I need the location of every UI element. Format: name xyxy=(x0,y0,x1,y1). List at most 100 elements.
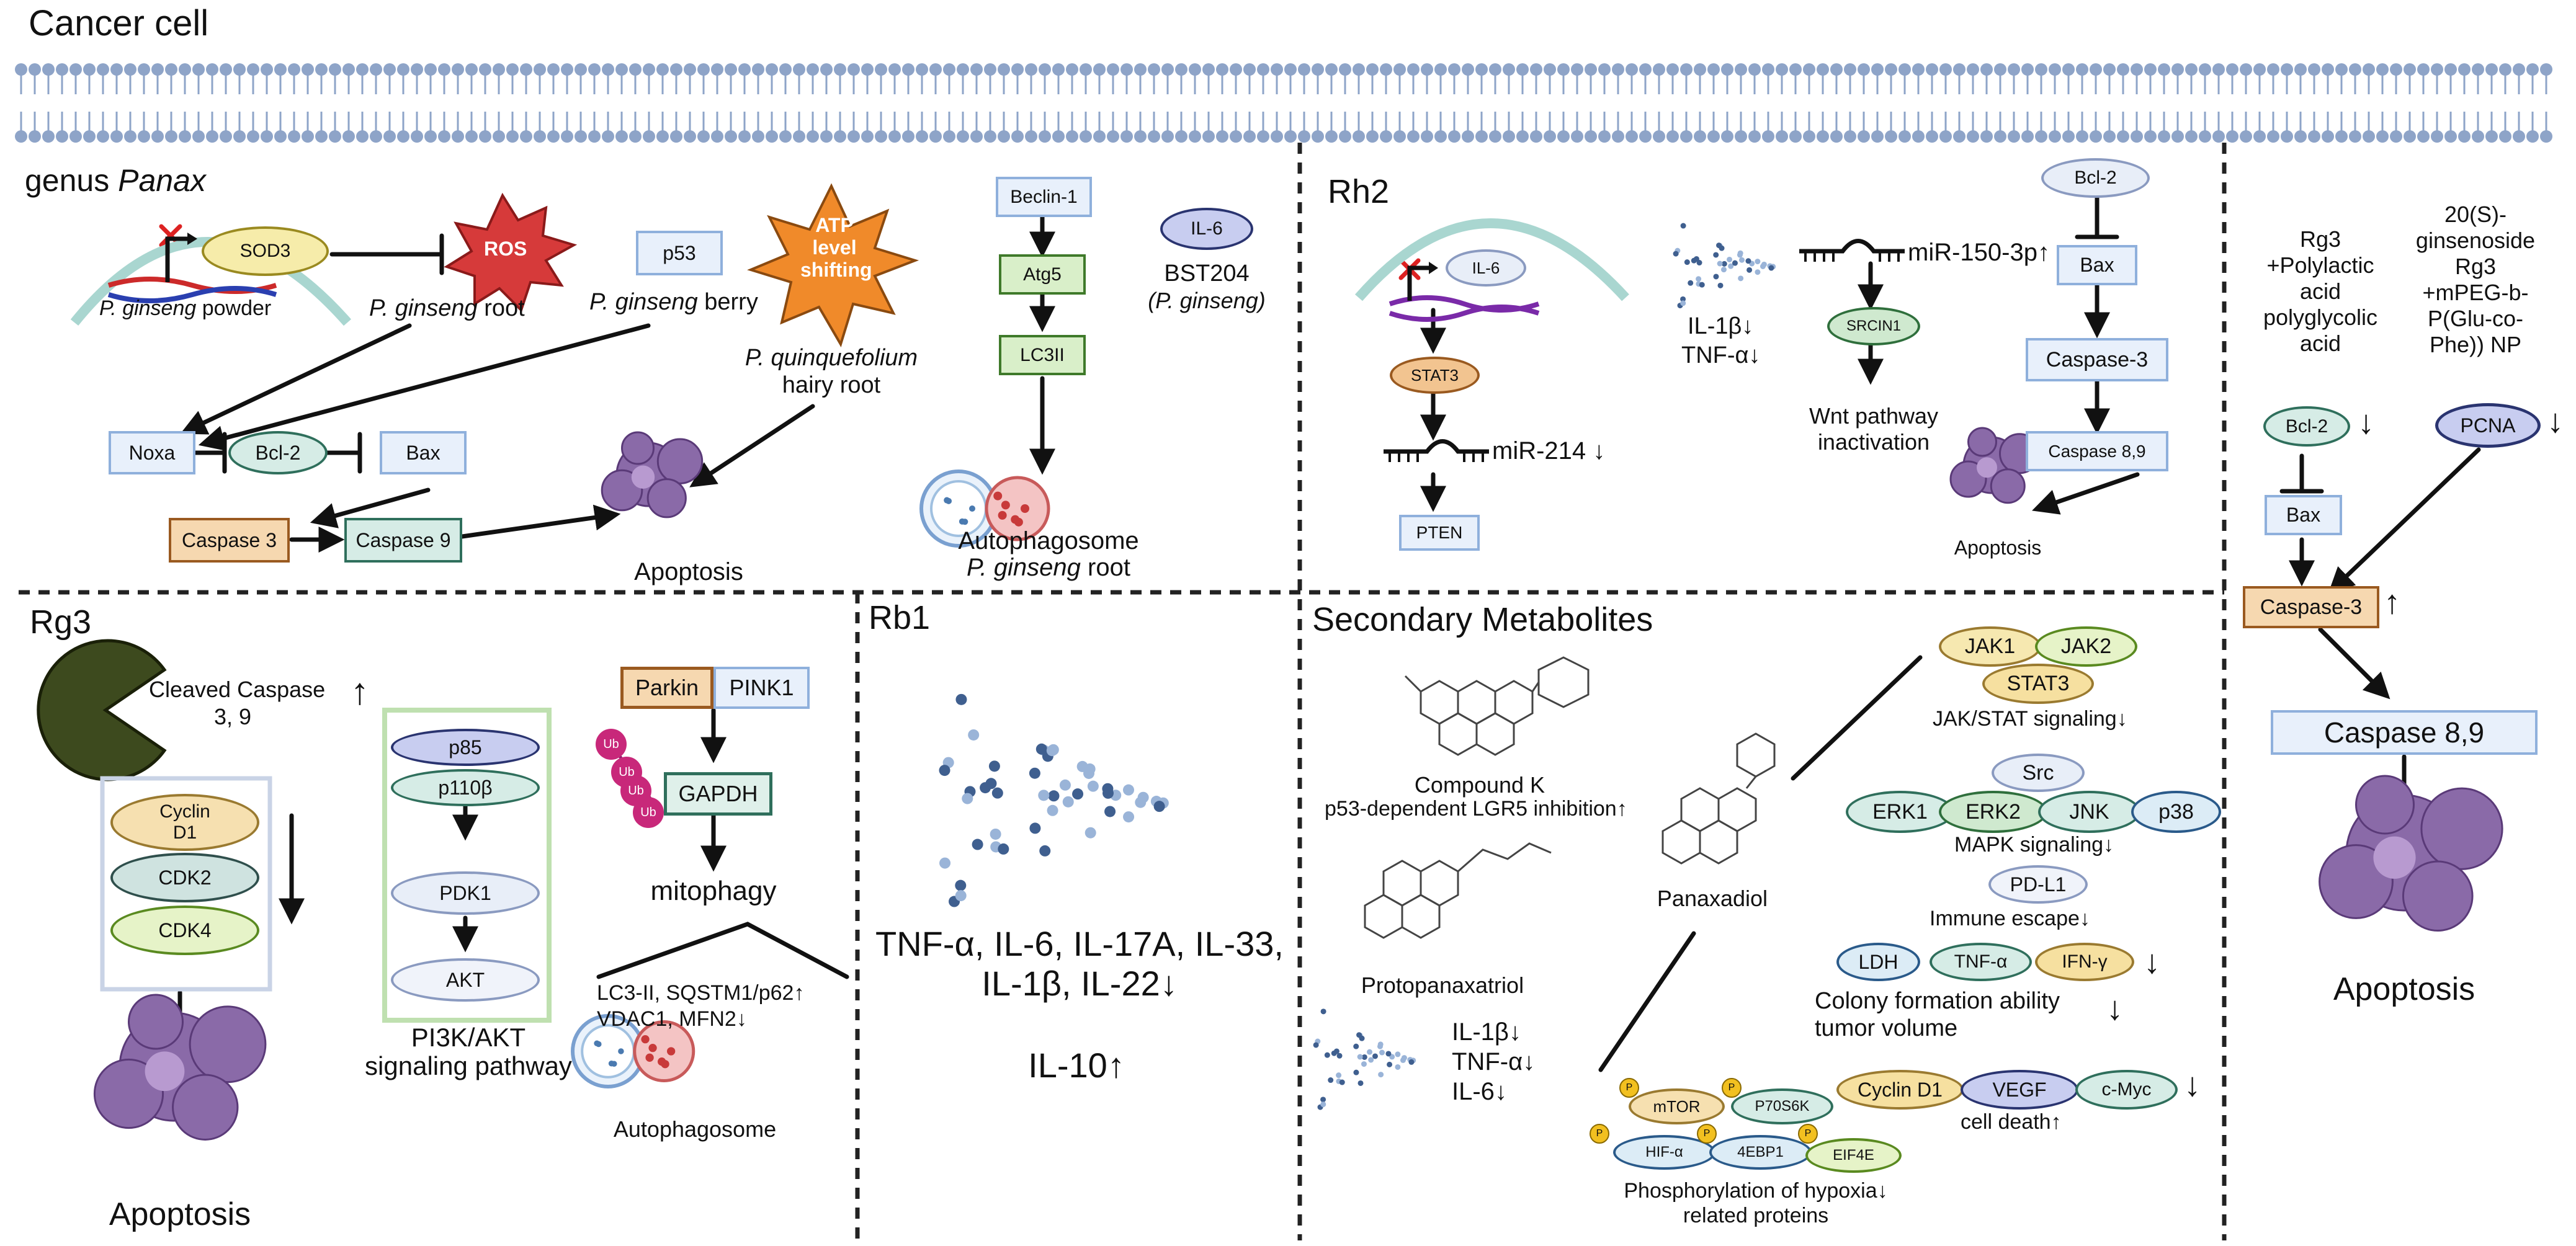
membrane-lipid-head xyxy=(2240,63,2252,76)
membrane-lipid-head xyxy=(179,63,191,76)
cytokine-dots-icon xyxy=(1313,1008,1416,1110)
membrane-lipid-head xyxy=(1653,130,1665,143)
autophagosome-particle xyxy=(962,518,968,525)
membrane-lipid-head xyxy=(1898,130,1911,143)
membrane-lipid-head xyxy=(752,130,764,143)
bst204-label: BST204 xyxy=(1164,260,1250,287)
membrane-lipid-head xyxy=(1994,63,2006,76)
atp-level-shifting-label: ATP level shifting xyxy=(800,214,872,281)
cytokine-dot xyxy=(1721,260,1727,267)
membrane-lipid-head xyxy=(2472,130,2484,143)
cytokine-dot xyxy=(972,839,983,850)
membrane-lipid-head xyxy=(1489,63,1501,76)
cytokine-dot xyxy=(1717,282,1724,288)
membrane-lipid-head xyxy=(1994,130,2006,143)
membrane-lipid-head xyxy=(766,63,778,76)
lysosome-particle xyxy=(1011,515,1020,524)
membrane-lipid-head xyxy=(247,63,259,76)
membrane-lipid-head xyxy=(110,63,123,76)
protopanaxatriol-structure xyxy=(1364,842,1552,939)
bax-node: Bax xyxy=(380,431,467,474)
membrane-lipid-head xyxy=(1366,63,1379,76)
membrane-lipid-head xyxy=(998,63,1010,76)
membrane-lipid-head xyxy=(1380,130,1392,143)
jak2-node: JAK2 xyxy=(2035,626,2137,667)
membrane-lipid-head xyxy=(684,63,696,76)
membrane-lipid-head xyxy=(356,130,369,143)
membrane-lipid-head xyxy=(1312,130,1324,143)
cytokine-dot xyxy=(1727,256,1733,262)
sec-il6-text: IL-6 xyxy=(1452,1078,1495,1105)
membrane-lipid-head xyxy=(2376,63,2389,76)
cytokine-dot xyxy=(1684,259,1690,265)
membrane-lipid-head xyxy=(943,63,955,76)
caspase9-node: Caspase 9 xyxy=(344,518,462,563)
cytokine-dot xyxy=(1699,282,1705,288)
cytokine-dot xyxy=(1102,787,1114,799)
membrane-lipid-head xyxy=(220,63,232,76)
mapk-text: MAPK signaling xyxy=(1954,833,2104,857)
wnt-pathway-label: Wnt pathway inactivation xyxy=(1771,403,1976,455)
jakstat-text: JAK/STAT signaling xyxy=(1933,707,2117,731)
membrane-lipid-head xyxy=(1912,63,1925,76)
membrane-lipid-head xyxy=(2513,63,2525,76)
phospho-p-5-icon: P xyxy=(1798,1124,1818,1144)
cytokine-dot xyxy=(1076,760,1088,772)
membrane-lipid-head xyxy=(329,130,341,143)
membrane-lipid-head xyxy=(124,130,136,143)
membrane-lipid-head xyxy=(493,63,505,76)
apoptotic-cell-blob xyxy=(2355,775,2415,835)
membrane-lipid-head xyxy=(383,130,396,143)
membrane-lipid-head xyxy=(1707,63,1720,76)
erk2-node: ERK2 xyxy=(1939,791,2047,833)
ros-label: ROS xyxy=(484,238,527,260)
p-ginseng-berry-rest: berry xyxy=(697,289,758,315)
lc3-line-1: LC3-II, SQSTM1/p62 xyxy=(597,981,794,1005)
colony-line-2: tumor volume xyxy=(1815,1015,1958,1041)
membrane-lipid-head xyxy=(56,130,68,143)
membrane-lipid-head xyxy=(151,63,164,76)
membrane-lipid-head xyxy=(534,63,546,76)
right-bcl2-node: Bcl-2 xyxy=(2263,406,2350,447)
membrane-lipid-head xyxy=(1694,130,1706,143)
rh2-tnfa-text: TNF-α xyxy=(1681,342,1749,368)
membrane-lipid-head xyxy=(1571,130,1583,143)
membrane-lipid-head xyxy=(2281,130,2293,143)
apoptotic-cell-blob xyxy=(2420,787,2503,870)
cytokine-dot xyxy=(1324,1052,1330,1058)
jnk-node: JNK xyxy=(2038,791,2140,833)
p38-node: p38 xyxy=(2131,791,2221,833)
membrane-lipid-head xyxy=(1653,63,1665,76)
autophagosome-icon xyxy=(571,1014,695,1088)
cytokine-dot xyxy=(1738,275,1744,282)
membrane-lipid-head xyxy=(2526,63,2539,76)
cytokine-dot xyxy=(1713,252,1719,258)
membrane-lipid-head xyxy=(1748,63,1761,76)
membrane-lipid-head xyxy=(452,63,464,76)
ub-1-icon: Ub xyxy=(596,729,627,760)
membrane-lipid-head xyxy=(1830,63,1843,76)
lysosome-particle xyxy=(667,1047,676,1056)
rh2-apoptosis-label: Apoptosis xyxy=(1954,536,2042,559)
membrane-lipid-head xyxy=(1011,63,1024,76)
cytokine-dot xyxy=(1688,280,1694,286)
right-bcl2-down-icon: ↓ xyxy=(2358,404,2374,441)
apoptotic-cell-nucleus xyxy=(631,465,655,489)
membrane-lipid-head xyxy=(1462,63,1474,76)
membrane-lipid-head xyxy=(575,130,587,143)
panax-apoptosis-label: Apoptosis xyxy=(634,558,743,585)
membrane-lipid-head xyxy=(1120,63,1133,76)
membrane-lipid-head xyxy=(1148,130,1160,143)
cytokine-dot xyxy=(1372,1053,1378,1059)
membrane-lipid-head xyxy=(1421,63,1433,76)
p85-node: p85 xyxy=(391,729,540,766)
membrane-lipid-head xyxy=(1626,63,1638,76)
membrane-lipid-head xyxy=(520,63,532,76)
membrane-lipid-head xyxy=(2335,63,2348,76)
membrane-lipid-head xyxy=(2212,63,2225,76)
rg3-apoptosis-label: Apoptosis xyxy=(109,1196,251,1232)
membrane-lipid-head xyxy=(315,130,328,143)
pcna-node: PCNA xyxy=(2435,403,2541,448)
membrane-lipid-head xyxy=(670,63,682,76)
membrane-lipid-head xyxy=(1762,63,1774,76)
